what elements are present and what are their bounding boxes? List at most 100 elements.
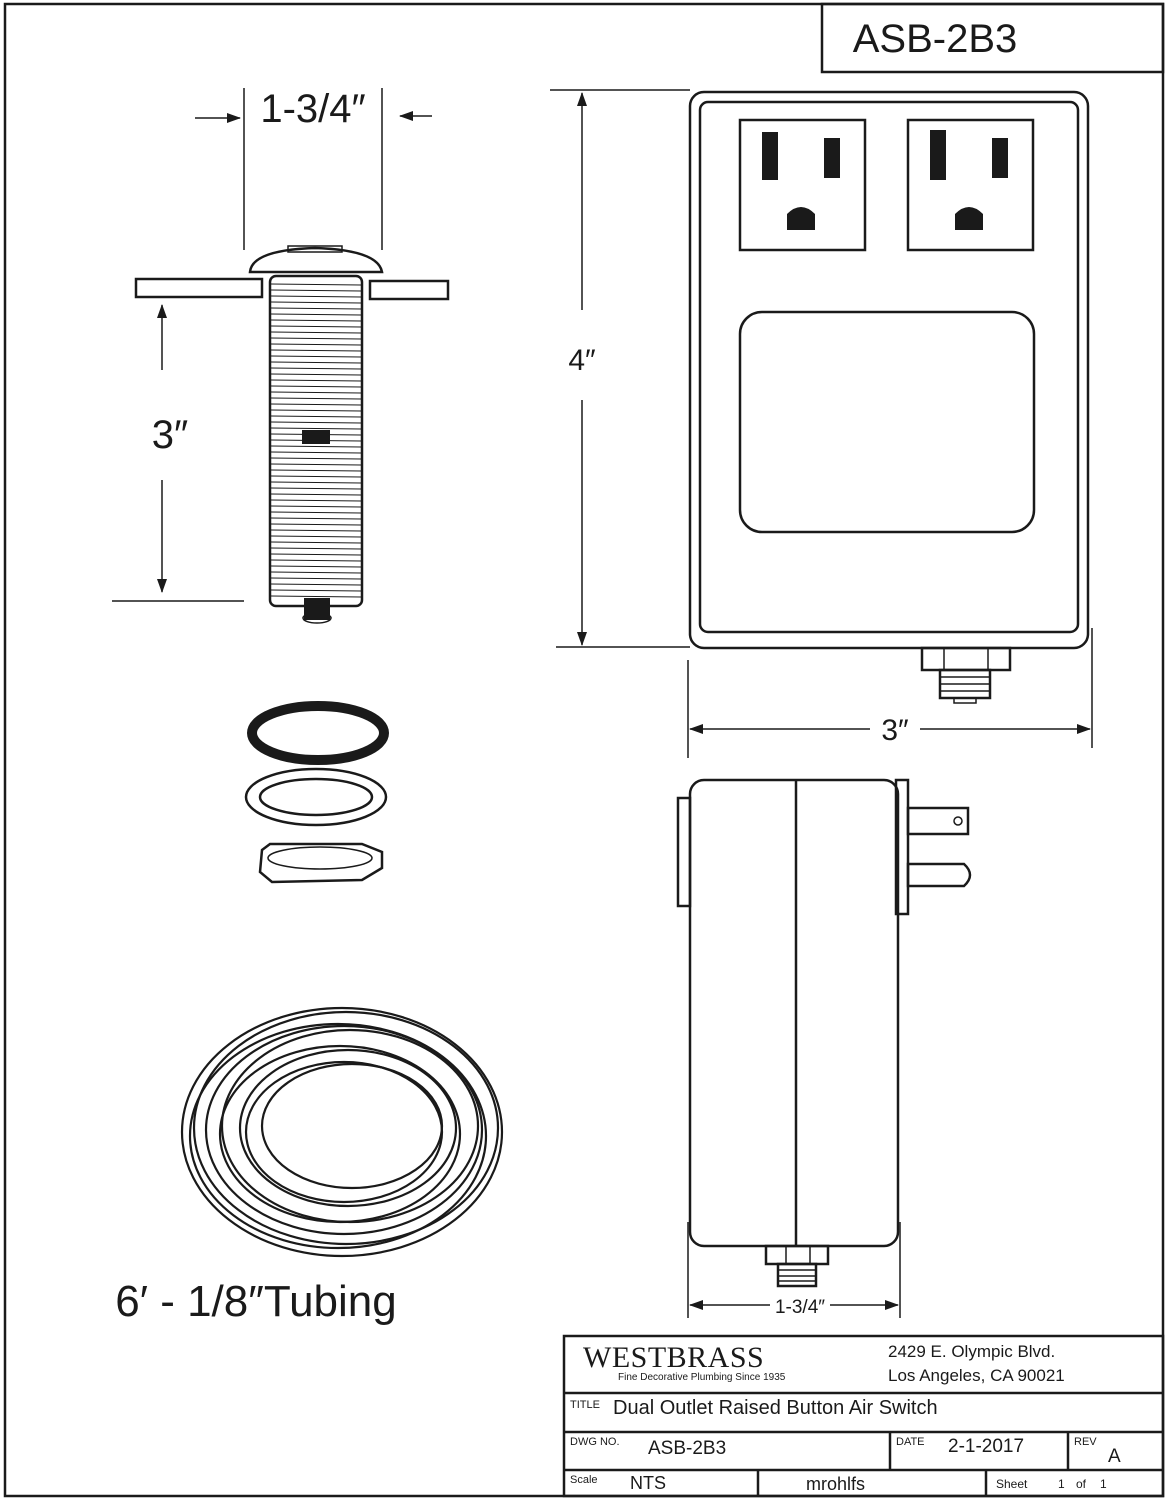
- drawing-date: 2-1-2017: [948, 1436, 1025, 1457]
- tubing-loop: [260, 1062, 444, 1190]
- address-line-1: 2429 E. Olympic Blvd.: [888, 1342, 1056, 1361]
- header-code: ASB-2B3: [853, 17, 1018, 61]
- thread-line: [270, 295, 362, 298]
- sheet-caption: Sheet: [996, 1477, 1028, 1491]
- thread-line: [270, 517, 362, 520]
- scale-caption: Scale: [570, 1474, 598, 1486]
- tubing-loop: [192, 1010, 500, 1246]
- thread-line: [270, 283, 362, 286]
- thread-line: [270, 559, 362, 562]
- thread-line: [270, 301, 362, 304]
- tubing-loop: [180, 1006, 504, 1258]
- flange-width-label: 1-3/4″: [260, 87, 365, 131]
- thread-length-label: 3″: [152, 413, 188, 457]
- thread-line: [270, 337, 362, 340]
- tubing-coil: [180, 1006, 504, 1258]
- thread-line: [270, 583, 362, 586]
- drawing-title: Dual Outlet Raised Button Air Switch: [613, 1397, 938, 1419]
- outlet-left: [738, 118, 867, 252]
- title-block: [562, 1334, 1165, 1498]
- countertop-right: [368, 279, 450, 301]
- thread-line: [270, 535, 362, 538]
- thread-line: [270, 475, 362, 478]
- thread-line: [270, 493, 362, 496]
- thread-line: [270, 391, 362, 394]
- thread-line: [270, 499, 362, 502]
- thread-line: [270, 529, 362, 532]
- air-nipple: [304, 598, 330, 620]
- thread-line: [270, 379, 362, 382]
- air-fitting-front: [920, 646, 1012, 704]
- company-logo: WESTBRASS: [583, 1341, 765, 1374]
- unit-housing-inner: [698, 100, 1080, 634]
- thread-line: [270, 451, 362, 454]
- unit-housing-outer: [688, 90, 1090, 650]
- tubing-loop: [218, 1044, 462, 1224]
- thread-line: [270, 289, 362, 292]
- sheet-of: of: [1076, 1477, 1087, 1491]
- front-view: 4″ 3″: [550, 89, 1093, 758]
- flat-washer: [244, 767, 388, 827]
- tubing-loop: [238, 1048, 458, 1208]
- unit-width-label: 3″: [881, 714, 909, 747]
- thread-line: [270, 445, 362, 448]
- button-assembly: 1-3/4″ 3″: [112, 87, 450, 624]
- date-caption: DATE: [896, 1436, 925, 1448]
- outlet-right: [906, 118, 1035, 252]
- thread-line: [270, 505, 362, 508]
- button-cap: [248, 246, 384, 274]
- thread-line: [270, 373, 362, 376]
- revision: A: [1108, 1446, 1121, 1467]
- sheet-number: 1: [1058, 1477, 1065, 1491]
- thread-line: [270, 409, 362, 412]
- thread-line: [270, 325, 362, 328]
- thread-line: [270, 541, 362, 544]
- label-panel: [738, 310, 1036, 534]
- thread-line: [270, 553, 362, 556]
- title-caption: TITLE: [570, 1399, 600, 1411]
- air-nipple-tip: [302, 612, 332, 624]
- thread-line: [270, 313, 362, 316]
- thread-line: [270, 319, 362, 322]
- thread-line: [270, 385, 362, 388]
- thread-line: [270, 421, 362, 424]
- side-depth-label: 1-3/4″: [775, 1297, 825, 1318]
- side-tab: [676, 796, 692, 908]
- thread-line: [270, 487, 362, 490]
- tubing-loop: [204, 1024, 484, 1236]
- thread-line: [270, 595, 362, 598]
- thread-line: [270, 403, 362, 406]
- thread-line: [270, 343, 362, 346]
- tubing-loop: [220, 1028, 480, 1224]
- thread-line: [270, 463, 362, 466]
- plug-prong-upper: [906, 806, 970, 836]
- tubing-loop: [188, 1022, 488, 1250]
- side-housing: [688, 778, 900, 1248]
- threaded-shank: [268, 274, 364, 624]
- address-line-2: Los Angeles, CA 90021: [888, 1366, 1065, 1385]
- dwg-caption: DWG NO.: [570, 1436, 620, 1448]
- unit-height-label: 4″: [568, 344, 596, 377]
- shank-slot: [302, 430, 330, 444]
- thread-line: [270, 469, 362, 472]
- drawn-by: mrohlfs: [806, 1474, 866, 1494]
- sheet-border: [3, 2, 1165, 1498]
- thread-line: [270, 331, 362, 334]
- thread-line: [270, 577, 362, 580]
- thread-line: [270, 427, 362, 430]
- thread-line: [270, 415, 362, 418]
- company-tagline: Fine Decorative Plumbing Since 1935: [618, 1372, 786, 1383]
- thread-line: [270, 355, 362, 358]
- scale-value: NTS: [630, 1473, 666, 1493]
- thread-line: [270, 571, 362, 574]
- rev-caption: REV: [1074, 1436, 1097, 1448]
- thread-line: [270, 565, 362, 568]
- tubing-loop: [244, 1060, 444, 1204]
- thread-line: [270, 511, 362, 514]
- thread-line: [270, 367, 362, 370]
- plug-base: [894, 778, 910, 916]
- air-fitting-side: [764, 1244, 830, 1288]
- thread-line: [270, 307, 362, 310]
- thread-line: [270, 481, 362, 484]
